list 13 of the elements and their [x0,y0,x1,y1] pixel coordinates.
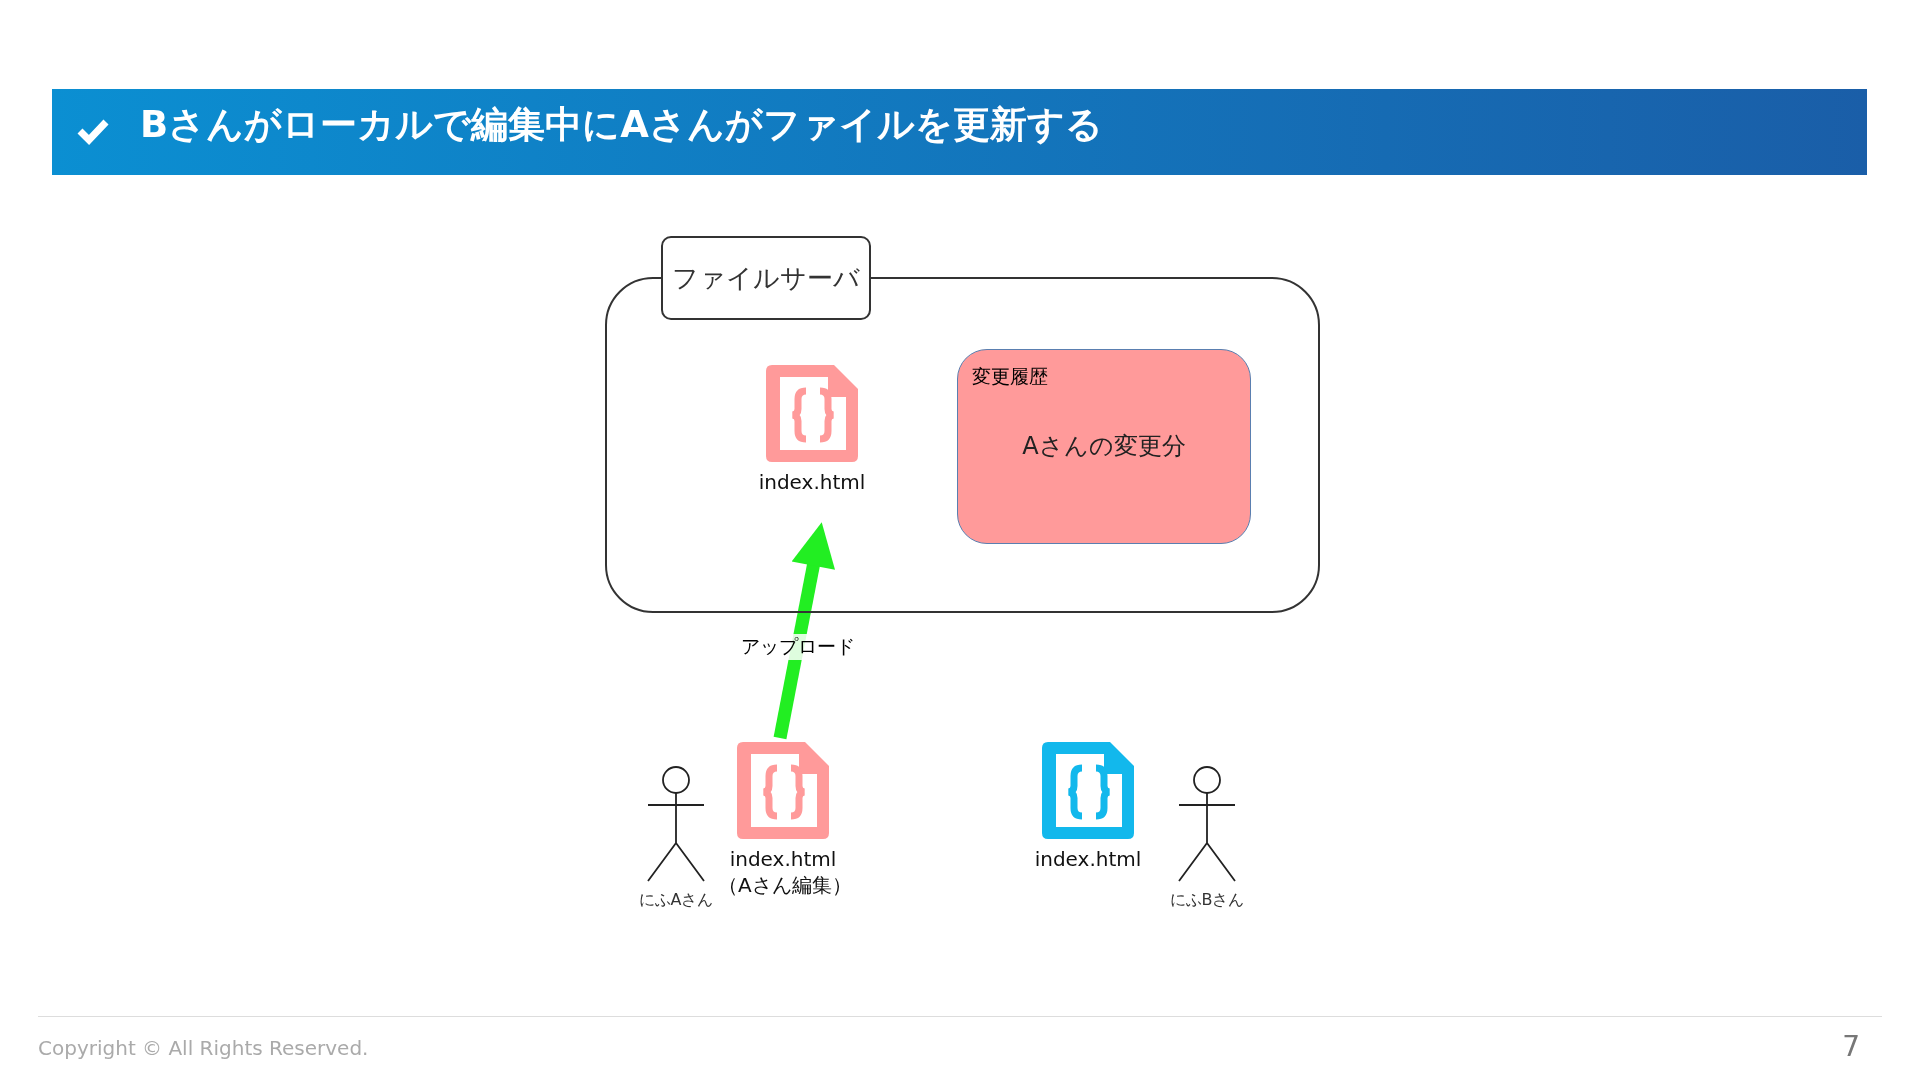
server-name: ファイルサーバ [672,261,860,295]
file-name: index.html [1033,846,1143,872]
file-name: index.html [757,469,867,495]
file-name: index.html [728,846,838,872]
page-number: 7 [1842,1030,1860,1063]
copyright-notice: Copyright © All Rights Reserved. [38,1036,369,1060]
history-box [957,349,1251,544]
change-text: Aさんの変更分 [1021,431,1187,462]
person-name: にふBさん [1168,890,1246,911]
box-heading: 変更履歴 [972,364,1048,389]
person-name: にふAさん [637,890,715,911]
file-note: （Aさん編集） [718,872,848,898]
slide-title: Bさんがローカルで編集中にAさんがファイルを更新する [140,102,1103,148]
